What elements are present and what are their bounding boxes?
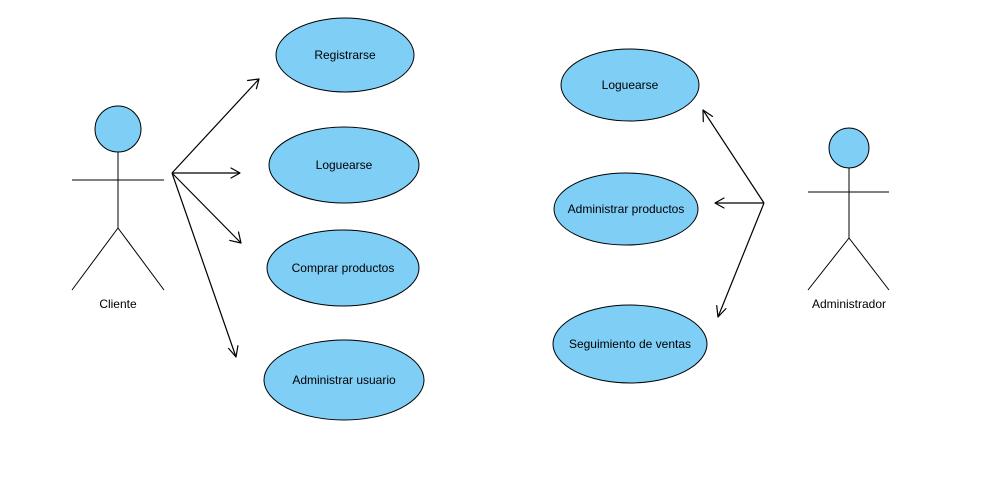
use-case-seguimiento-de-ventas[interactable]: Seguimiento de ventas: [552, 304, 708, 384]
arrowhead: [230, 167, 241, 179]
use-case-administrar-productos[interactable]: Administrar productos: [553, 172, 699, 246]
use-case-administrar-usuario[interactable]: Administrar usuario: [263, 339, 425, 421]
actor-administrador-left-leg: [807, 237, 850, 291]
association-administrador-loguearse: [702, 109, 765, 204]
use-case-ellipse: [263, 339, 425, 421]
actor-cliente-head: [94, 105, 142, 153]
actor-administrador-right-leg: [848, 237, 890, 291]
arrowhead: [714, 197, 725, 209]
use-case-label: Administrar usuario: [292, 373, 396, 387]
association-cliente-registrarse: [171, 78, 260, 174]
use-case-ellipse: [552, 304, 708, 384]
use-case-label: Loguearse: [602, 78, 659, 92]
actor-cliente-label: Cliente: [99, 297, 137, 311]
use-case-loguearse-administrador[interactable]: Loguearse: [560, 48, 700, 122]
actor-cliente-right-leg: [117, 227, 165, 291]
actor-administrador[interactable]: Administrador: [807, 127, 890, 311]
actor-administrador-label: Administrador: [812, 297, 886, 311]
association-cliente-administrar-usuario: [171, 172, 239, 358]
use-case-label: Loguearse: [316, 158, 373, 172]
association-cliente-loguearse: [172, 167, 241, 179]
use-case-label: Administrar productos: [568, 202, 685, 216]
use-case-label: Seguimiento de ventas: [569, 337, 691, 351]
use-case-label: Registrarse: [314, 48, 376, 62]
use-case-registrarse[interactable]: Registrarse: [275, 17, 415, 93]
association-administrador-administrar-productos: [714, 197, 764, 209]
use-case-ellipse: [553, 172, 699, 246]
actor-cliente-left-leg: [71, 227, 119, 291]
association-administrador-seguimiento-de-ventas: [716, 202, 765, 318]
use-case-ellipse: [268, 126, 420, 204]
use-case-ellipse: [266, 229, 420, 307]
arrowhead: [702, 109, 714, 123]
actor-administrador-head: [828, 127, 870, 169]
use-case-loguearse-cliente[interactable]: Loguearse: [268, 126, 420, 204]
use-case-ellipse: [560, 48, 700, 122]
use-case-ellipse: [275, 17, 415, 93]
actor-cliente[interactable]: Cliente: [71, 105, 165, 311]
use-case-comprar-productos[interactable]: Comprar productos: [266, 229, 420, 307]
arrowhead: [228, 345, 239, 358]
arrowhead: [247, 78, 260, 90]
association-cliente-comprar-productos: [171, 172, 242, 244]
arrowhead: [229, 231, 242, 244]
arrowhead: [716, 305, 727, 318]
use-case-label: Comprar productos: [292, 261, 395, 275]
